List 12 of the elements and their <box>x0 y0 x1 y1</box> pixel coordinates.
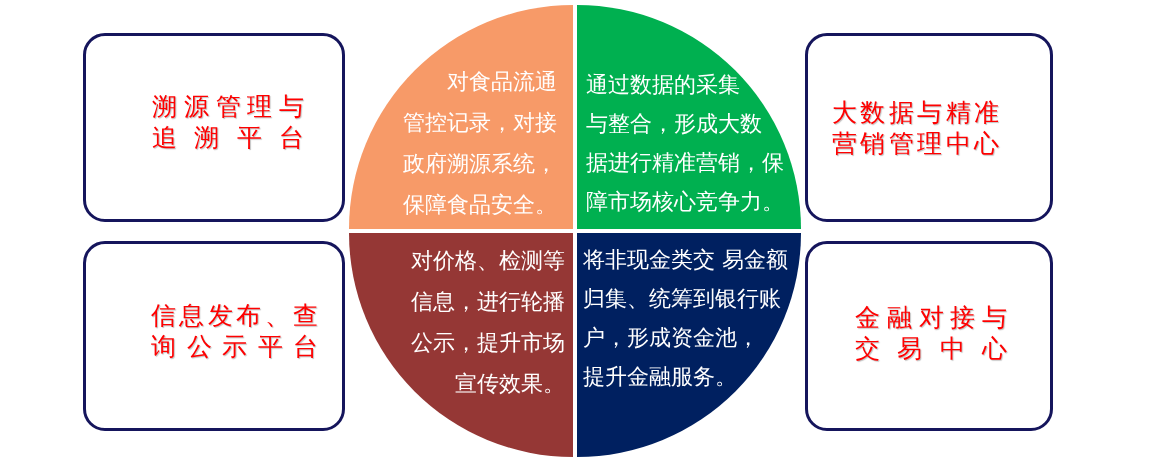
quadrant-text: 对价格、检测等信息，进行轮播公示，提升市场宣传效果。 <box>411 247 565 398</box>
panel-title: 大数据与精准营销管理中心 <box>832 97 1002 159</box>
quadrant-text: 对食品流通管控记录，对接政府溯源系统，保障食品安全。 <box>403 68 557 219</box>
panel-title: 溯源管理与追溯平台 <box>152 91 310 153</box>
category-panel <box>805 33 1053 222</box>
quadrant-text: 将非现金类交 易金额归集、统筹到银行账户，形成资金池，提升金融服务。 <box>583 246 788 391</box>
category-panel <box>83 33 345 222</box>
panel-title: 信息发布、查询公示平台 <box>151 300 321 362</box>
panel-title: 金融对接与交易中心 <box>855 302 1013 364</box>
quadrant-text: 通过数据的采集与整合，形成大数据进行精准营销，保障市场核心竞争力。 <box>586 71 784 216</box>
category-panel <box>83 241 345 431</box>
category-panel <box>805 241 1053 431</box>
